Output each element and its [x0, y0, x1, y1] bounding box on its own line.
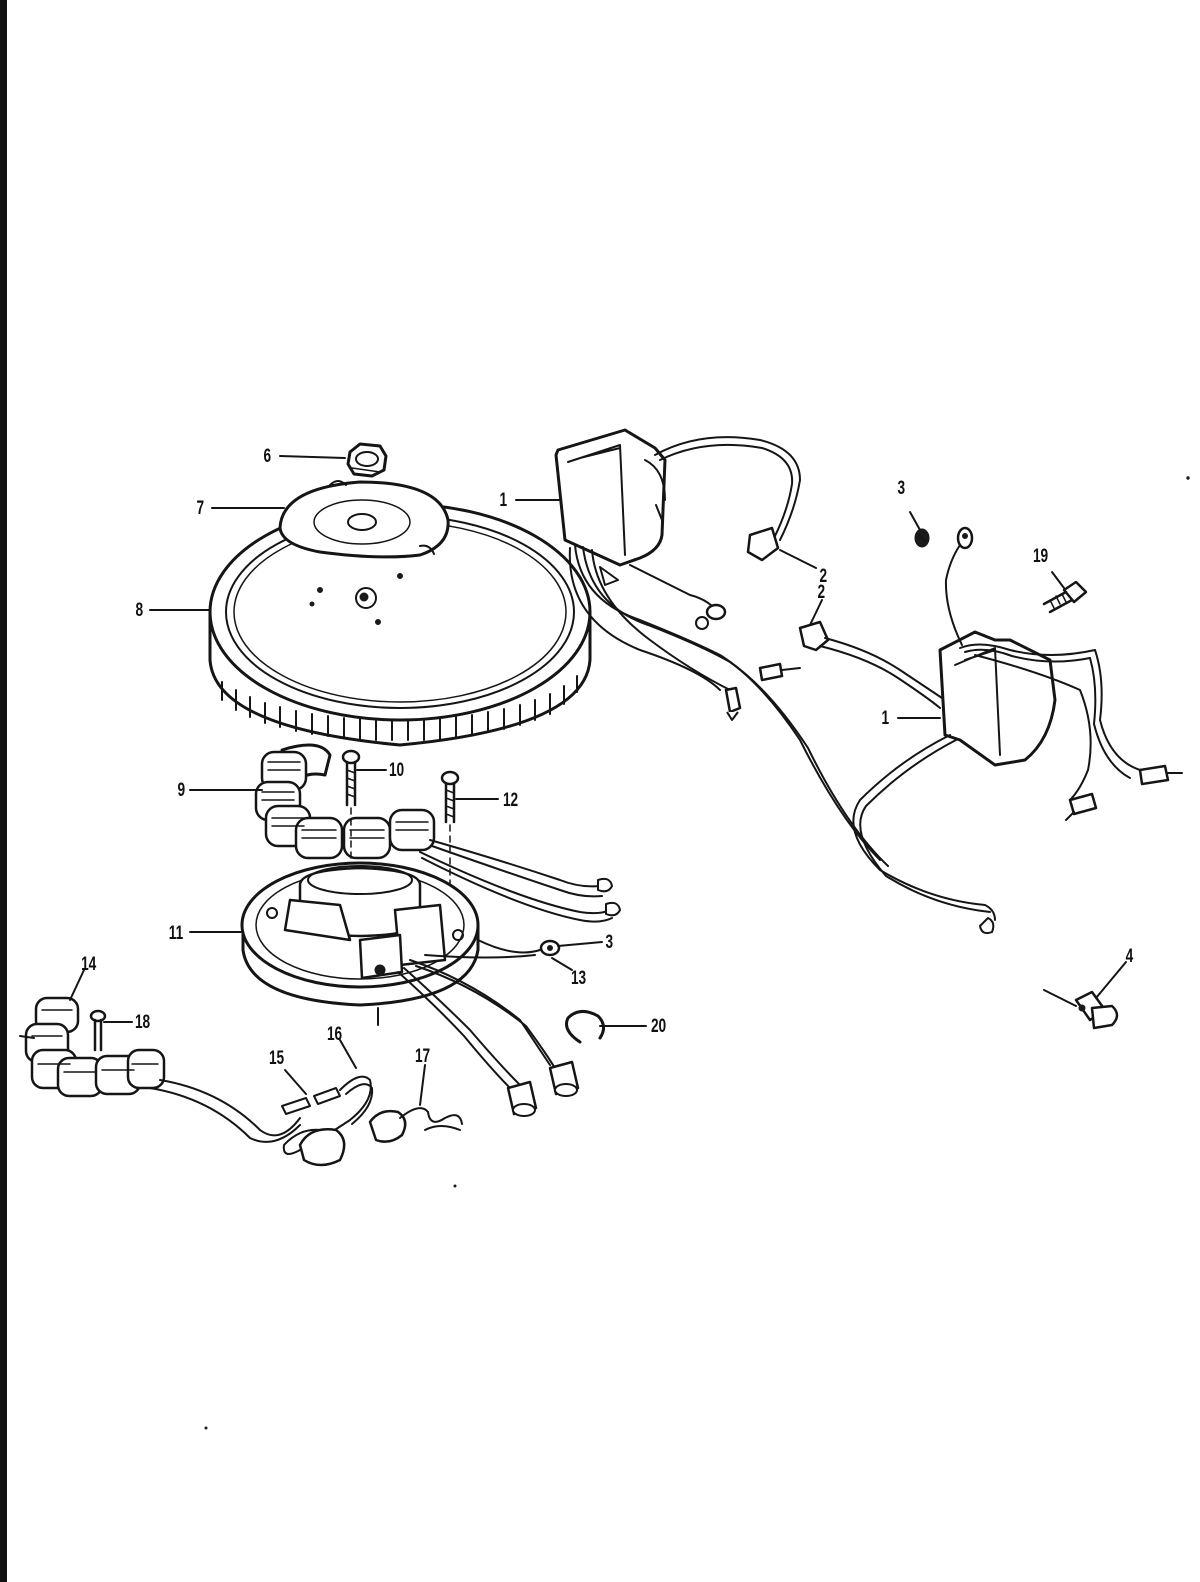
callout-10: 10	[389, 759, 404, 781]
screw-18	[89, 1009, 107, 1052]
temperature-switch	[1043, 989, 1119, 1030]
spark-plug-boot	[798, 620, 946, 709]
flywheel-cover-plate	[278, 480, 450, 559]
bullet-connector	[281, 1087, 341, 1115]
callout-20: 20	[651, 1015, 666, 1037]
rectifier-lead	[368, 1107, 463, 1143]
flywheel-nut	[346, 442, 388, 478]
switch-box-lower	[852, 526, 1183, 935]
trigger-base-plate	[240, 861, 580, 1117]
callout-labels: 6 7 8 9 10 12 11 3 13 20 14 18 15 16 17 …	[81, 445, 1134, 1069]
switch-box-upper	[554, 428, 889, 867]
callout-1-upper: 1	[499, 489, 507, 511]
leader-lines	[69, 455, 1127, 1106]
callout-8: 8	[135, 599, 143, 621]
screw-12	[440, 770, 460, 824]
speck	[204, 1426, 208, 1430]
callout-14: 14	[81, 953, 97, 975]
callout-9: 9	[177, 779, 185, 801]
callout-4: 4	[1126, 945, 1134, 967]
callout-2-upper: 2	[819, 565, 827, 587]
speck	[453, 1184, 457, 1188]
callout-12: 12	[503, 789, 518, 811]
speck	[1186, 476, 1190, 480]
lockwasher-upper	[914, 528, 930, 548]
flywheel	[208, 502, 592, 747]
callout-6: 6	[263, 445, 271, 467]
callout-13: 13	[571, 967, 586, 989]
page-left-border	[0, 0, 7, 1582]
callout-17: 17	[415, 1045, 430, 1067]
callout-3-upper: 3	[897, 477, 905, 499]
screw-10	[341, 749, 361, 807]
charging-coil-assembly	[19, 996, 301, 1143]
ground-lead-washer	[477, 939, 561, 957]
callout-18: 18	[135, 1011, 150, 1033]
wire-harness-loop	[282, 1075, 374, 1167]
callout-1-lower: 1	[881, 707, 889, 729]
callout-7: 7	[196, 497, 204, 519]
callout-16: 16	[327, 1023, 342, 1045]
callout-15: 15	[269, 1047, 284, 1069]
callout-3-lower: 3	[605, 931, 613, 953]
stator-coil-assembly	[254, 743, 621, 923]
mounting-bolt	[1042, 580, 1088, 614]
callout-19: 19	[1033, 545, 1048, 567]
callout-2-lower: 2	[817, 581, 825, 603]
callout-11: 11	[169, 922, 183, 944]
retaining-ring	[565, 1010, 605, 1044]
